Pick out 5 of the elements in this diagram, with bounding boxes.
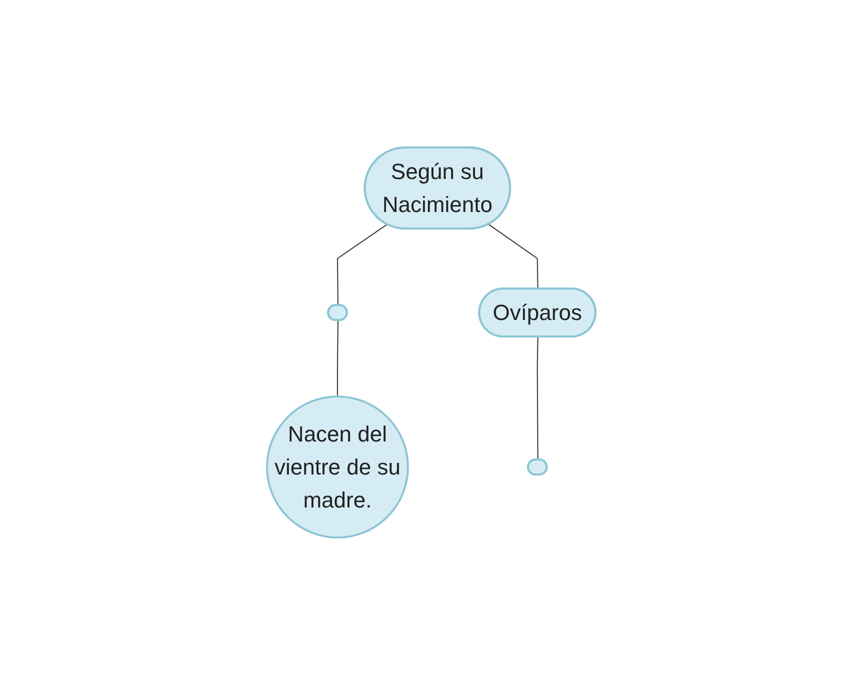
connector — [536, 336, 538, 460]
node-circle: Nacen del vientre de su madre. — [266, 396, 409, 538]
connector — [336, 224, 388, 306]
connector — [488, 224, 538, 290]
connector — [336, 320, 338, 398]
